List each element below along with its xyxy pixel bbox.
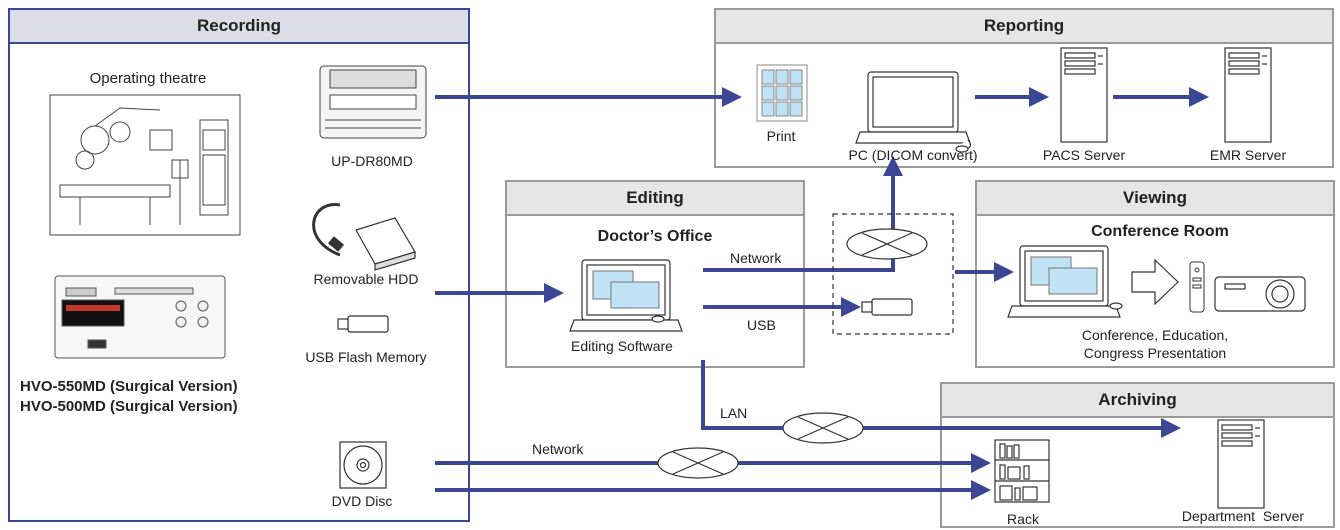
hdd-icon	[312, 203, 416, 271]
pacs-label: PACS Server	[1042, 147, 1126, 163]
editing-usb-label: USB	[747, 317, 776, 333]
remote-icon	[1189, 261, 1205, 313]
usb-stick-icon	[861, 298, 913, 316]
reporting-header: Reporting	[716, 10, 1332, 44]
lan-label: LAN	[720, 405, 748, 421]
printer-label: UP-DR80MD	[331, 153, 413, 169]
laptop-icon-editing	[569, 259, 683, 332]
model-label-550: HVO-550MD (Surgical Version)	[20, 378, 238, 395]
rack-icon	[994, 439, 1050, 503]
laptop-icon-pc	[855, 71, 971, 153]
usb-flash-icon	[337, 315, 389, 333]
router-icon-dvd	[657, 447, 739, 479]
hdd-label: Removable HDD	[313, 271, 419, 287]
department-server-label: Department Server	[1181, 508, 1305, 524]
pc-label: PC (DICOM convert)	[848, 147, 978, 163]
print-label: Print	[766, 128, 796, 144]
archiving-header: Archiving	[942, 384, 1333, 418]
server-icon-emr	[1224, 47, 1272, 143]
viewing-caption-2: Congress Presentation	[1083, 345, 1227, 361]
arrow-lan-to-server	[701, 360, 1181, 438]
router-icon-lan	[782, 412, 864, 444]
print-icon	[756, 64, 808, 122]
editing-software-label: Editing Software	[571, 338, 673, 354]
editing-network-label: Network	[730, 250, 782, 266]
server-icon-pacs	[1060, 47, 1108, 143]
dashed-box	[832, 213, 954, 335]
doctors-office-label: Doctor’s Office	[597, 228, 713, 245]
projector-icon	[1214, 276, 1306, 312]
viewing-caption-1: Conference, Education,	[1081, 327, 1229, 343]
hvo-device-icon	[54, 275, 226, 359]
viewing-header: Viewing	[977, 182, 1333, 216]
editing-header: Editing	[507, 182, 803, 216]
dvd-icon	[339, 441, 387, 489]
outline-arrow-icon	[1131, 258, 1179, 306]
server-icon-department	[1217, 419, 1265, 509]
emr-label: EMR Server	[1209, 147, 1287, 163]
usb-flash-label: USB Flash Memory	[305, 349, 427, 365]
rack-label: Rack	[1007, 511, 1039, 527]
operating-theatre-label: Operating theatre	[89, 70, 207, 87]
dvd-network-label: Network	[532, 441, 584, 457]
router-icon-editing	[846, 228, 928, 260]
dvd-label: DVD Disc	[331, 493, 393, 509]
printer-icon	[319, 65, 427, 139]
model-label-500: HVO-500MD (Surgical Version)	[20, 398, 238, 415]
laptop-icon-viewing	[1007, 245, 1123, 318]
recording-header: Recording	[10, 10, 468, 44]
operating-theatre-image	[49, 94, 241, 236]
conference-room-label: Conference Room	[1091, 223, 1229, 240]
arrow-network-to-pc	[703, 156, 903, 272]
